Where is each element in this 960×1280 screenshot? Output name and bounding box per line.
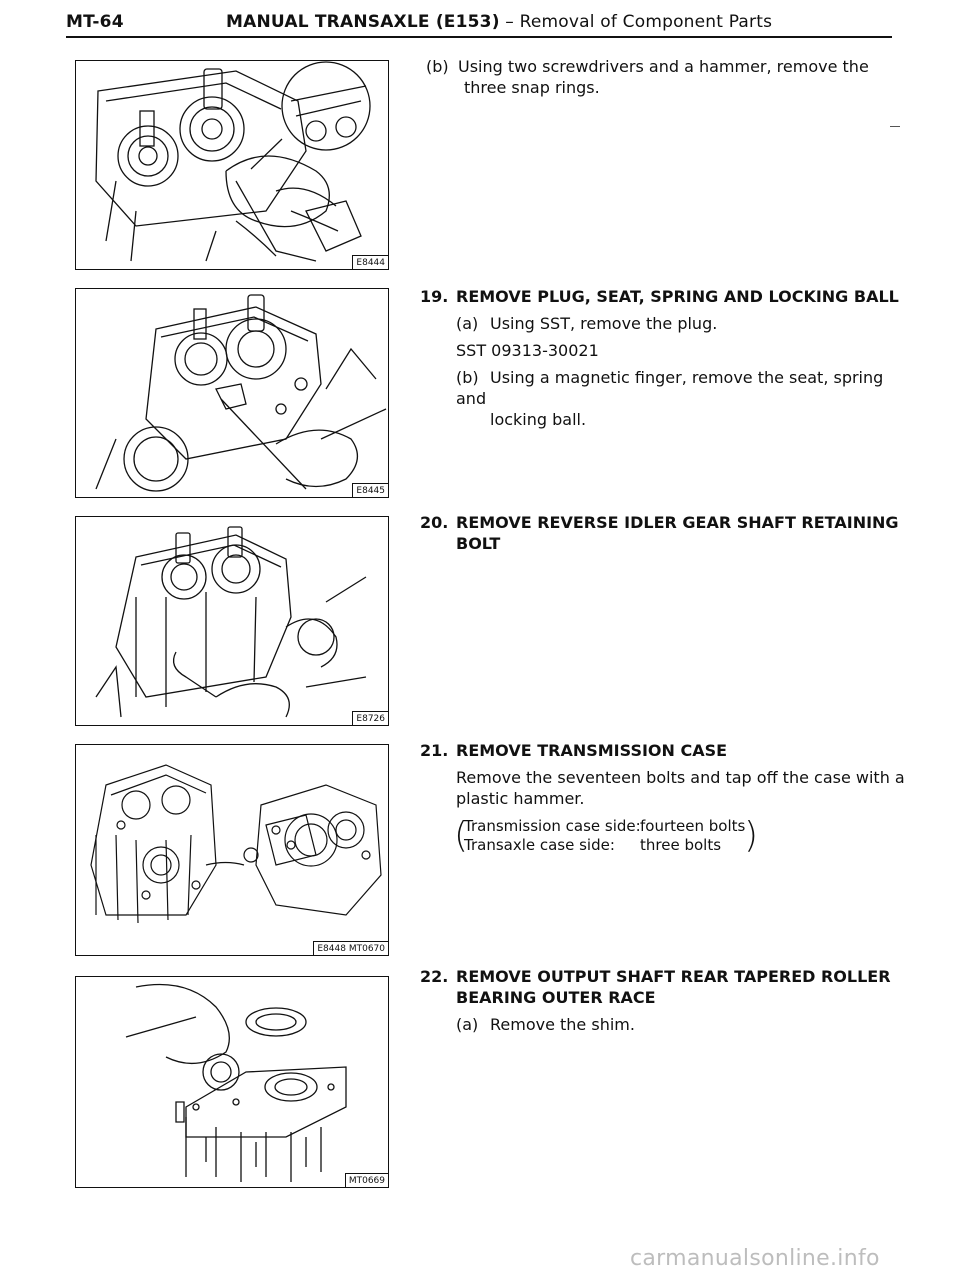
plug-seat-spring-illustration-icon <box>95 294 387 492</box>
bolt-count: fourteen bolts <box>640 817 746 835</box>
step-19-b-line2: locking ball. <box>490 410 587 429</box>
figure-code: MT0669 <box>344 1173 388 1187</box>
step-21-heading: 21. REMOVE TRANSMISSION CASE <box>420 740 910 761</box>
step-20-number: 20. <box>420 513 449 532</box>
bolt-count-table: ( Transmission case side:fourteen bolts … <box>454 815 910 856</box>
page-header: MT-64 MANUAL TRANSAXLE (E153) – Removal … <box>66 6 892 38</box>
bolt-side: Transmission case side: <box>464 817 641 835</box>
bracket-right: ) <box>744 815 759 856</box>
figure-reverse-idler-bolt: E8726 <box>75 516 389 726</box>
bolt-side: Transaxle case side: <box>464 836 615 854</box>
step-19-b-label: (b) <box>456 368 479 387</box>
step-21-number: 21. <box>420 741 449 760</box>
transmission-case-illustration-icon <box>90 764 382 924</box>
step-19-b: (b)Using a magnetic finger, remove the s… <box>420 367 910 430</box>
step-21-line2: plastic hammer. <box>456 789 585 808</box>
intro-line1: Using two screwdrivers and a hammer, rem… <box>458 57 869 76</box>
snap-ring-removal-illustration-icon <box>95 61 371 262</box>
figure-transmission-case: E8448 MT0670 <box>75 744 389 956</box>
page-title: MANUAL TRANSAXLE (E153) – Removal of Com… <box>226 12 772 32</box>
bolt-row: Transmission case side:fourteen bolts <box>456 817 910 836</box>
step-20: 20. REMOVE REVERSE IDLER GEAR SHAFT RETAI… <box>420 512 910 554</box>
step-22-number: 22. <box>420 967 449 986</box>
step-22-a-text: Remove the shim. <box>490 1015 635 1034</box>
step-19-sst: SST 09313-30021 <box>456 341 599 360</box>
title-subtitle: – Removal of Component Parts <box>499 12 773 32</box>
bracket-left: ( <box>454 815 469 856</box>
step-22: 22. REMOVE OUTPUT SHAFT REAR TAPERED ROLL… <box>420 966 910 1035</box>
intro-label: (b) <box>426 57 449 76</box>
watermark-link[interactable]: carmanualsonline.info <box>630 1246 880 1271</box>
figure-code: E8726 <box>352 711 388 725</box>
step-19-a: (a) Using SST, remove the plug. <box>420 313 910 334</box>
step-22-a-label: (a) <box>456 1015 479 1034</box>
bolt-count: three bolts <box>640 836 722 854</box>
intro-instruction: (b) Using two screwdrivers and a hammer, … <box>420 56 910 98</box>
step-22-heading: 22. REMOVE OUTPUT SHAFT REAR TAPERED ROLL… <box>420 966 910 1008</box>
figure-code: E8444 <box>352 255 388 269</box>
step-19: 19. REMOVE PLUG, SEAT, SPRING AND LOCKING… <box>420 286 910 430</box>
step-21-title: REMOVE TRANSMISSION CASE <box>456 741 728 760</box>
step-22-a: (a) Remove the shim. <box>420 1014 910 1035</box>
step-19-number: 19. <box>420 287 449 306</box>
step-21: 21. REMOVE TRANSMISSION CASE Remove the s… <box>420 740 910 855</box>
step-20-title-line1: REMOVE REVERSE IDLER GEAR SHAFT RETAININ… <box>456 513 899 532</box>
figure-snap-rings: E8444 <box>75 60 389 270</box>
page-number: MT-64 <box>66 12 124 32</box>
step-19-title: REMOVE PLUG, SEAT, SPRING AND LOCKING BA… <box>456 287 899 306</box>
title-main: MANUAL TRANSAXLE (E153) <box>226 12 500 32</box>
step-22-title-line1: REMOVE OUTPUT SHAFT REAR TAPERED ROLLER <box>456 967 891 986</box>
intro-line2: three snap rings. <box>464 78 600 97</box>
reverse-idler-bolt-illustration-icon <box>95 526 367 718</box>
step-19-heading: 19. REMOVE PLUG, SEAT, SPRING AND LOCKING… <box>420 286 910 307</box>
outer-race-shim-illustration-icon <box>125 983 347 1182</box>
step-19-a-text: Using SST, remove the plug. <box>490 314 718 333</box>
step-20-title-line2: BOLT <box>456 534 501 553</box>
figure-outer-race-shim: MT0669 <box>75 976 389 1188</box>
step-19-b-line1: Using a magnetic finger, remove the seat… <box>456 368 884 408</box>
figure-code: E8445 <box>352 483 388 497</box>
stray-mark <box>890 126 900 127</box>
step-21-body: Remove the seventeen bolts and tap off t… <box>420 767 910 809</box>
step-22-title-line2: BEARING OUTER RACE <box>456 988 656 1007</box>
step-20-heading: 20. REMOVE REVERSE IDLER GEAR SHAFT RETAI… <box>420 512 910 554</box>
bolt-row: Transaxle case side: three bolts <box>456 836 910 855</box>
figure-code: E8448 MT0670 <box>313 941 388 955</box>
step-21-line1: Remove the seventeen bolts and tap off t… <box>456 768 905 787</box>
step-19-a-label: (a) <box>456 314 479 333</box>
figure-plug-seat-spring: E8445 <box>75 288 389 498</box>
